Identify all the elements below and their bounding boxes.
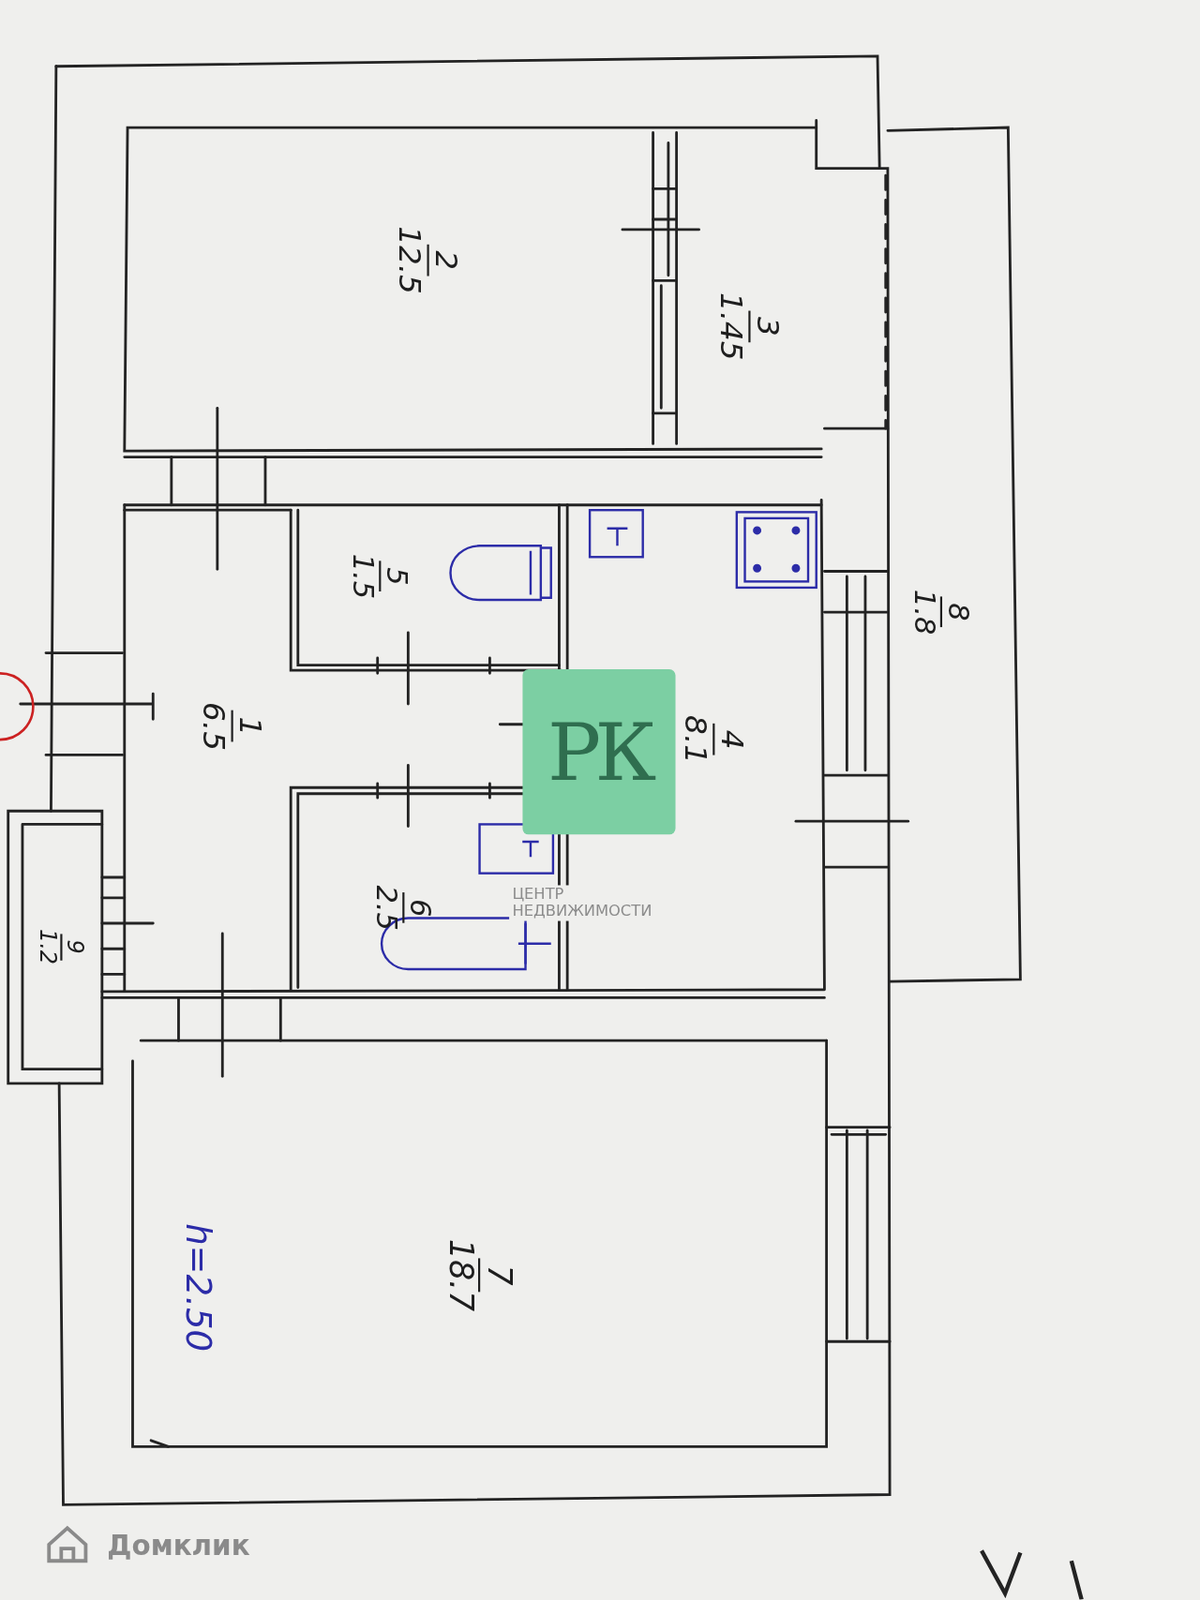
room-number: 7 [478,1259,516,1292]
room-label: 81.8 [908,585,973,639]
room-number: 5 [378,561,412,592]
room-number: 1 [231,710,268,743]
room-label: 31.45 [716,288,785,365]
walls [8,56,1021,1506]
room-number: 3 [749,310,785,343]
fixtures [381,510,817,970]
corner-mark [981,1550,1082,1600]
room-label: 212.5 [394,222,464,299]
room-area: 1.45 [716,288,750,365]
room-number: 2 [427,244,464,277]
room: 51.5 [300,511,557,663]
room-number: 9 [60,933,87,960]
room-area: 12.5 [394,222,428,299]
watermark-text: ЦЕНТР НЕДВИЖИМОСТИ [509,885,690,921]
room-area: 1.5 [347,549,379,603]
ceiling-height: h=2.50 [178,1223,220,1352]
stamp-circle [0,673,33,740]
room-number: 8 [939,597,973,628]
brand-name: Домклик [106,1530,250,1562]
room-area: 18.7 [443,1234,480,1316]
room-label: 51.5 [347,549,412,603]
room-label: 16.5 [198,698,268,756]
room: 16.5 [126,511,290,988]
room-label: 48.1 [679,711,749,769]
room-area: 6.5 [198,698,232,756]
room-area: 1.8 [908,585,940,639]
room: 81.8 [889,173,1016,980]
room-label: 62.5 [371,881,435,935]
room-number: 6 [402,892,435,923]
room-label: 91.2 [35,925,88,970]
room: 212.5 [127,130,654,452]
room-number: 4 [713,723,750,756]
room: 91.2 [24,826,101,1068]
watermark-logo: РК [522,669,675,835]
room-area: 2.5 [371,881,403,935]
room-area: 8.1 [679,711,713,769]
room: 31.45 [680,130,817,450]
room: 718.7 [135,1042,825,1445]
room-area: 1.2 [35,925,60,970]
brand-icon [48,1528,86,1561]
room-label: 718.7 [443,1234,516,1316]
